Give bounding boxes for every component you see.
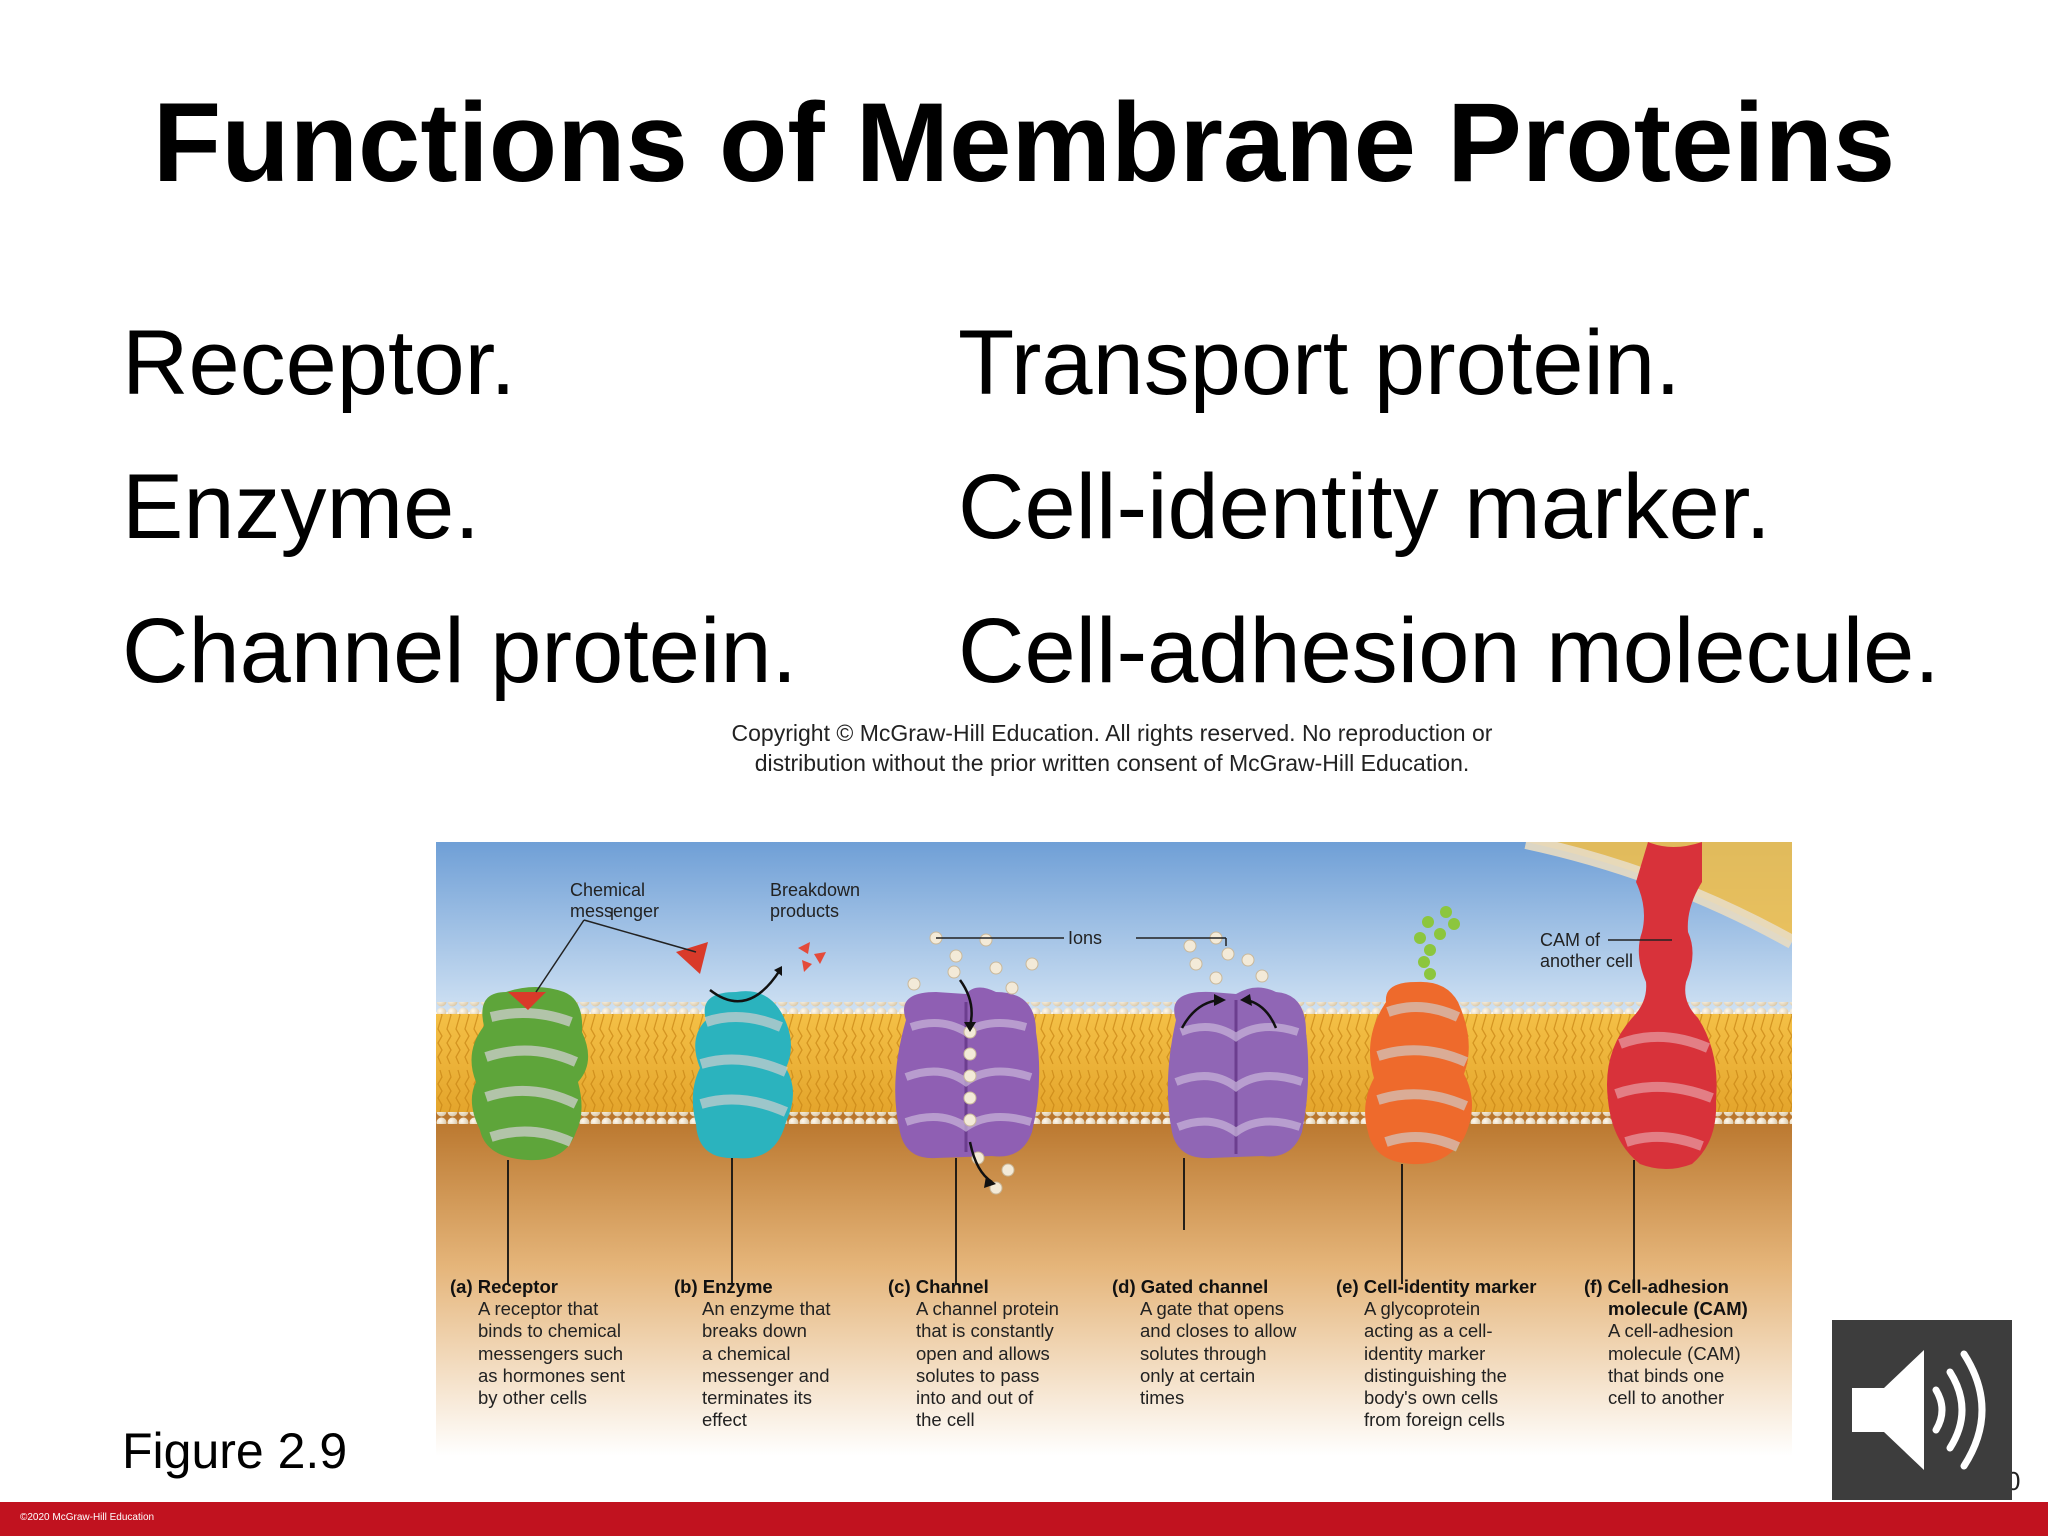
caption-enzyme: (b) Enzyme An enzyme that breaks down a … (674, 1276, 831, 1431)
bullet-receptor: Receptor. (122, 312, 516, 414)
caption-gated-channel-heading: (d) Gated channel (1112, 1276, 1269, 1297)
label-breakdown-products: Breakdown products (770, 880, 860, 922)
caption-cell-identity-line-1: A glycoprotein (1364, 1298, 1481, 1320)
figure-number: Figure 2.9 (122, 1423, 348, 1479)
caption-gated-channel-line-4: only at certain (1140, 1364, 1256, 1386)
caption-enzyme-line-5: terminates its (702, 1387, 813, 1409)
copyright-notice: Copyright © McGraw-Hill Education. All r… (540, 718, 1684, 778)
caption-cell-identity-line-2: acting as a cell- (1364, 1320, 1493, 1342)
bullet-cell-adhesion-molecule: Cell-adhesion molecule. (958, 600, 1940, 702)
label-chemical-messenger-line-1: Chemical (570, 880, 646, 900)
audio-play-button[interactable] (1832, 1320, 2012, 1500)
caption-enzyme-line-6: effect (702, 1409, 747, 1431)
caption-cell-identity-heading: (e) Cell-identity marker (1336, 1276, 1537, 1297)
caption-receptor-heading: (a) Receptor (450, 1276, 558, 1297)
caption-channel-line-3: open and allows (916, 1342, 1050, 1364)
bullet-enzyme: Enzyme. (122, 456, 480, 558)
caption-receptor-line-4: as hormones sent (478, 1364, 626, 1386)
caption-channel-heading: (c) Channel (888, 1276, 989, 1297)
caption-cell-identity-line-5: body's own cells (1364, 1387, 1499, 1409)
adjacent-cell-membrane (1526, 842, 1792, 942)
caption-cell-identity-line-3: identity marker (1364, 1342, 1486, 1364)
caption-gated-channel-line-5: times (1140, 1387, 1185, 1409)
caption-cam-line-2: molecule (CAM) (1608, 1342, 1741, 1364)
glycoprotein-chain (1414, 906, 1460, 980)
label-cam-line-1: CAM of (1540, 930, 1601, 950)
copyright-line-2: distribution without the prior written c… (754, 750, 1470, 776)
bullet-cell-identity-marker: Cell-identity marker. (958, 456, 1771, 558)
caption-receptor-line-5: by other cells (478, 1387, 587, 1409)
caption-cell-adhesion-molecule: (f) Cell-adhesion molecule (CAM) A cell-… (1584, 1276, 1748, 1409)
caption-channel-line-2: that is constantly (916, 1320, 1054, 1342)
cell-adhesion-molecule-protein (1607, 842, 1717, 1169)
label-breakdown-products-line-1: Breakdown (770, 880, 861, 900)
caption-channel-line-4: solutes to pass (916, 1364, 1040, 1386)
caption-gated-channel: (d) Gated channel A gate that opens and … (1112, 1276, 1296, 1409)
caption-gated-channel-line-3: solutes through (1140, 1342, 1267, 1364)
label-chemical-messenger-line-2: messenger (570, 901, 660, 921)
footer-bar: ©2020 McGraw-Hill Education (0, 1502, 2048, 1536)
caption-cam-line-4: cell to another (1608, 1387, 1725, 1409)
caption-cam-heading-2: molecule (CAM) (1608, 1298, 1748, 1320)
label-cam-line-2: another cell (1540, 951, 1634, 971)
intracellular-fluid (436, 1112, 1792, 1456)
caption-gated-channel-line-2: and closes to allow (1140, 1320, 1297, 1342)
caption-channel-line-6: the cell (916, 1409, 975, 1431)
gated-channel-protein (1167, 987, 1309, 1159)
label-ions: Ions (1068, 928, 1103, 948)
caption-cell-identity-line-6: from foreign cells (1364, 1409, 1505, 1431)
caption-enzyme-heading: (b) Enzyme (674, 1276, 773, 1297)
phospholipid-heads-outer (436, 1002, 1792, 1014)
extracellular-fluid (436, 842, 1792, 1012)
caption-channel-line-5: into and out of (916, 1387, 1034, 1409)
caption-enzyme-line-1: An enzyme that (702, 1298, 831, 1320)
bullet-transport-protein: Transport protein. (958, 312, 1681, 414)
membrane-illustration (436, 842, 1792, 1456)
caption-channel: (c) Channel A channel protein that is co… (888, 1276, 1059, 1431)
enzyme-protein (692, 991, 793, 1159)
receptor-protein (471, 987, 589, 1161)
ion-particles-gated (1183, 931, 1269, 985)
caption-cam-line-1: A cell-adhesion (1608, 1320, 1734, 1342)
caption-receptor-line-1: A receptor that (478, 1298, 599, 1320)
footer-copyright: ©2020 McGraw-Hill Education (20, 1512, 155, 1523)
speaker-icon (1852, 1350, 1986, 1470)
caption-receptor: (a) Receptor A receptor that binds to ch… (450, 1276, 625, 1409)
leader-lines (507, 1158, 1635, 1284)
membrane-protein-figure: Chemical messenger Breakdown products Io… (436, 842, 1792, 1456)
caption-cell-identity-line-4: distinguishing the (1364, 1364, 1507, 1386)
caption-enzyme-line-3: a chemical (702, 1342, 791, 1364)
label-cam-of-another-cell: CAM of another cell (1540, 930, 1633, 972)
slide-title: Functions of Membrane Proteins (152, 80, 1896, 205)
bullet-channel-protein: Channel protein. (122, 600, 798, 702)
label-breakdown-products-line-2: products (770, 901, 840, 921)
copyright-line-1: Copyright © McGraw-Hill Education. All r… (731, 720, 1493, 746)
cell-identity-marker-protein (1365, 981, 1472, 1165)
caption-gated-channel-line-1: A gate that opens (1140, 1298, 1285, 1320)
breakdown-products-shapes (798, 942, 826, 972)
phospholipid-heads-inner (436, 1112, 1792, 1124)
caption-receptor-line-2: binds to chemical (478, 1320, 621, 1342)
chemical-messenger-shape (676, 942, 708, 974)
caption-enzyme-line-4: messenger and (702, 1364, 830, 1386)
caption-receptor-line-3: messengers such (478, 1342, 623, 1364)
label-chemical-messenger: Chemical messenger (570, 880, 659, 922)
caption-cell-identity-marker: (e) Cell-identity marker A glycoprotein … (1336, 1276, 1536, 1431)
caption-channel-line-1: A channel protein (916, 1298, 1059, 1320)
caption-enzyme-line-2: breaks down (702, 1320, 807, 1342)
caption-cam-line-3: that binds one (1608, 1364, 1725, 1386)
caption-cam-heading: (f) Cell-adhesion (1584, 1276, 1729, 1297)
